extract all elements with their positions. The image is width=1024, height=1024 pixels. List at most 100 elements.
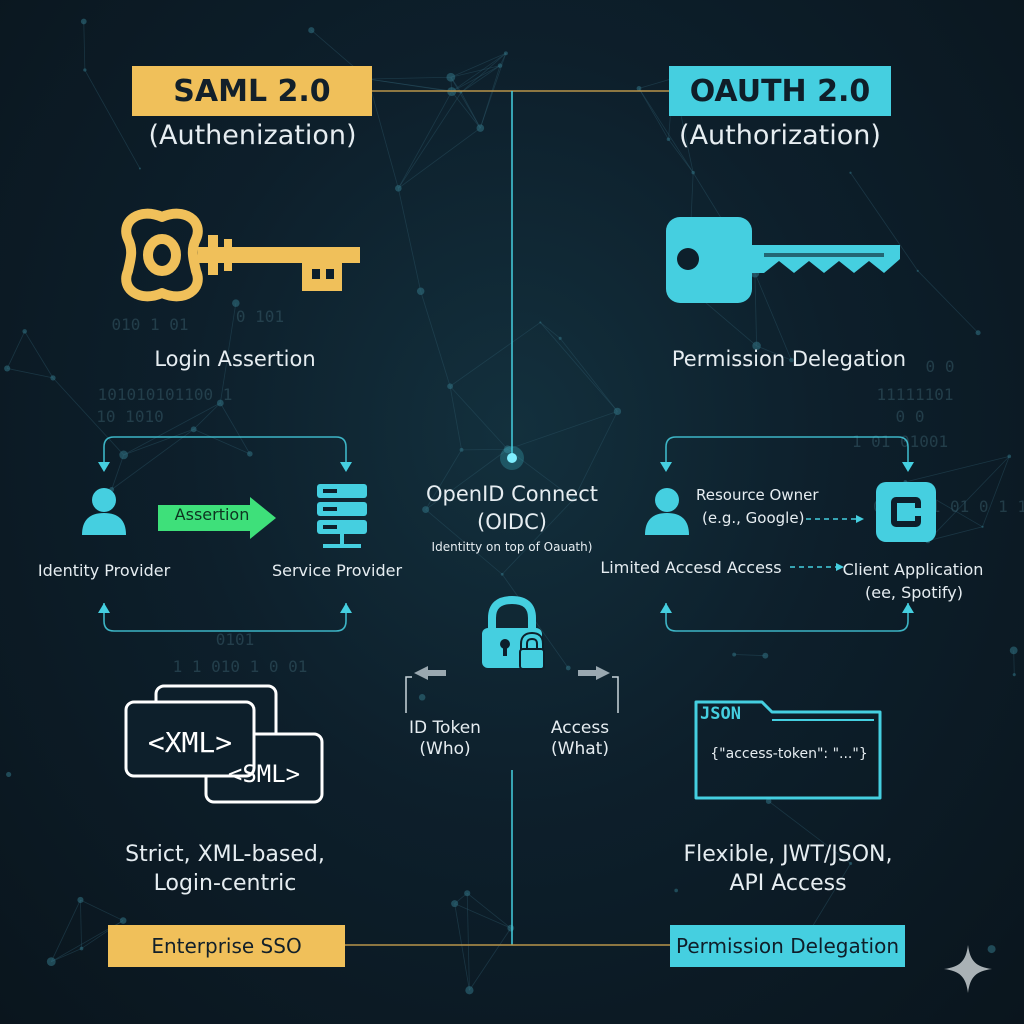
network-link: [123, 428, 194, 456]
network-node: [232, 299, 240, 307]
padlock-icon: [482, 596, 545, 670]
network-node: [1012, 673, 1016, 677]
network-node: [500, 572, 504, 576]
network-node: [636, 86, 642, 91]
network-link: [425, 449, 462, 510]
network-node: [451, 900, 459, 908]
network-node: [190, 426, 197, 433]
network-link: [219, 303, 237, 404]
network-link: [425, 509, 503, 575]
network-link: [460, 52, 507, 93]
assertion-arrow: [158, 497, 276, 539]
network-link: [80, 899, 82, 949]
network-node: [80, 18, 87, 25]
limited-access-label: Limited Accesd Access: [600, 558, 782, 577]
network-link: [7, 368, 54, 379]
saml-description-line2: Login-centric: [153, 871, 297, 896]
network-link: [6, 331, 26, 369]
network-link: [768, 800, 851, 864]
network-node: [459, 447, 464, 452]
network-node: [503, 445, 512, 454]
user-icon: [82, 488, 126, 535]
network-link: [111, 428, 194, 490]
network-link: [454, 903, 511, 929]
network-node: [674, 888, 678, 893]
network-link: [451, 52, 507, 92]
network-node: [572, 497, 576, 501]
network-link: [734, 654, 766, 657]
oidc-abbreviation: (OIDC): [477, 510, 547, 534]
network-link: [84, 69, 141, 169]
network-link: [80, 899, 124, 921]
network-node: [418, 694, 426, 701]
binary-text: 0 0: [896, 407, 925, 426]
json-tab-label: JSON: [700, 704, 741, 724]
network-link: [425, 449, 508, 510]
network-link: [466, 892, 512, 929]
xml-document-icon: [124, 684, 324, 804]
oauth-subtitle: (Authorization): [679, 120, 881, 151]
network-link: [668, 139, 694, 173]
network-link: [52, 377, 124, 456]
network-node: [666, 137, 671, 142]
network-link: [83, 21, 86, 71]
network-link: [638, 88, 694, 173]
network-link: [449, 386, 462, 450]
network-link: [754, 272, 792, 361]
network-link: [397, 92, 462, 189]
network-node: [464, 890, 471, 897]
network-node: [691, 170, 695, 175]
network-node: [119, 450, 129, 460]
oauth-title: OAUTH 2.0: [689, 73, 871, 109]
network-node: [975, 330, 981, 336]
sml-label: <SML>: [227, 760, 301, 788]
network-node: [916, 269, 919, 272]
oauth-description-line2: API Access: [729, 871, 847, 896]
network-link: [805, 863, 852, 937]
oauth-flow-loop: [660, 436, 914, 632]
network-link: [1013, 650, 1015, 675]
network-link: [397, 91, 453, 189]
network-node: [732, 652, 737, 657]
network-node: [216, 399, 224, 407]
network-link: [368, 76, 451, 80]
resource-owner-example: (e.g., Google): [702, 509, 805, 527]
network-node: [987, 945, 996, 954]
identity-provider-label: Identity Provider: [37, 561, 171, 580]
network-node: [765, 798, 772, 804]
oauth-title-badge: OAUTH 2.0: [669, 66, 891, 116]
network-node: [503, 51, 508, 56]
server-icon: [317, 484, 367, 548]
assertion-label: Assertion: [174, 505, 250, 524]
binary-text: 10 1010: [96, 407, 163, 426]
network-link: [927, 456, 1010, 542]
network-node: [446, 72, 456, 82]
network-node: [539, 321, 542, 324]
network-node: [1007, 454, 1012, 459]
network-link: [123, 402, 221, 456]
network-node: [79, 946, 84, 951]
resource-owner-user-icon: [645, 488, 689, 535]
network-link: [420, 291, 451, 387]
network-node: [83, 68, 87, 72]
access-sub: (What): [551, 739, 609, 759]
network-link: [193, 402, 221, 430]
network-link: [449, 322, 541, 387]
network-node: [138, 167, 141, 170]
binary-text: 1 1 010 1 0 01: [173, 657, 308, 676]
network-node: [6, 771, 12, 778]
oauth-description-line1: Flexible, JWT/JSON,: [683, 842, 893, 867]
network-node: [849, 861, 853, 865]
network-link: [573, 411, 618, 500]
oauth-key-caption: Permission Delegation: [671, 347, 907, 371]
saml-flow-loop: [98, 436, 352, 632]
network-node: [981, 525, 984, 528]
network-link: [917, 270, 979, 334]
network-link: [501, 498, 575, 575]
network-link: [638, 78, 674, 89]
binary-text: 101010101100 1: [98, 385, 233, 404]
network-link: [927, 526, 983, 542]
network-node: [762, 652, 769, 659]
network-link: [449, 385, 508, 450]
network-node: [46, 957, 56, 967]
